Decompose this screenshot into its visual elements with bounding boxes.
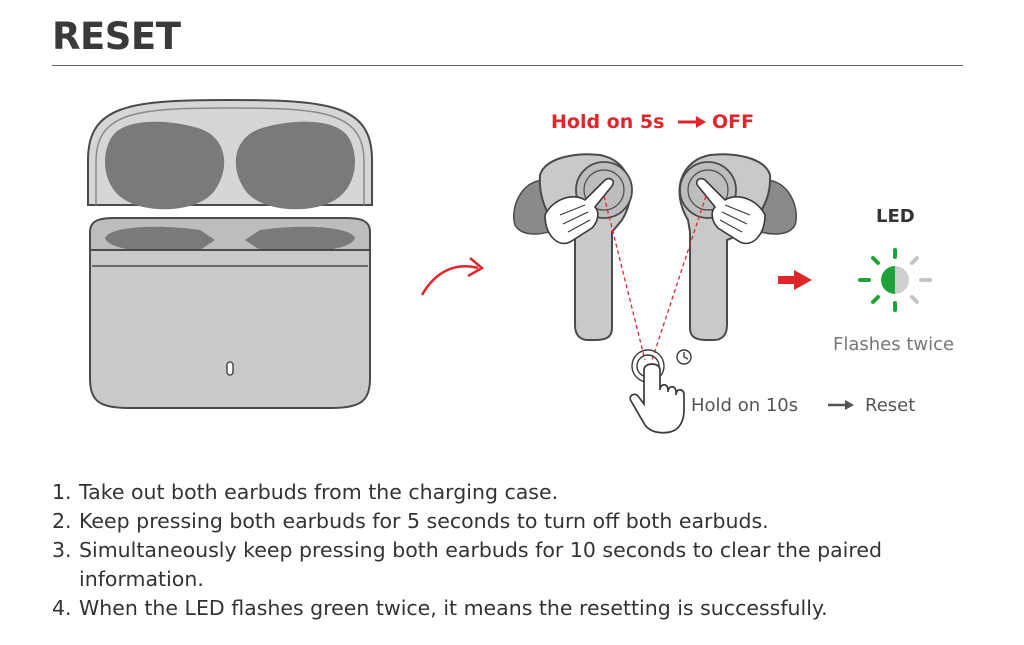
step-text: Simultaneously keep pressing both earbud… <box>79 536 982 594</box>
step-text: When the LED flashes green twice, it mea… <box>79 594 982 623</box>
case-base <box>90 250 370 408</box>
charging-case <box>88 100 372 408</box>
list-item: 1. Take out both earbuds from the chargi… <box>52 478 982 507</box>
reset-result-label: Reset <box>865 395 915 416</box>
clock-icon <box>677 350 691 364</box>
led-label: LED <box>876 206 915 227</box>
arrow-right-icon <box>678 116 706 128</box>
list-item: 4. When the LED flashes green twice, it … <box>52 594 982 623</box>
instruction-list: 1. Take out both earbuds from the chargi… <box>52 478 982 623</box>
arrow-right-icon <box>778 270 812 290</box>
step-number: 4. <box>52 594 79 623</box>
lid-cavity-left <box>105 122 224 210</box>
hold-off-label: Hold on 5s <box>551 111 664 133</box>
step-text: Keep pressing both earbuds for 5 seconds… <box>79 507 982 536</box>
list-item: 3. Simultaneously keep pressing both ear… <box>52 536 982 594</box>
lid-cavity-right <box>236 122 355 210</box>
arrow-right-icon <box>828 400 854 410</box>
step-number: 2. <box>52 507 79 536</box>
curved-arrow-icon <box>422 258 482 295</box>
led-icon <box>860 250 930 310</box>
off-result-label: OFF <box>712 111 754 133</box>
step-number: 1. <box>52 478 79 507</box>
earbud-right <box>679 154 796 340</box>
hold-reset-label: Hold on 10s <box>691 395 798 416</box>
flashes-label: Flashes twice <box>833 334 954 355</box>
step-number: 3. <box>52 536 79 594</box>
earbud-left <box>514 154 632 340</box>
list-item: 2. Keep pressing both earbuds for 5 seco… <box>52 507 982 536</box>
step-text: Take out both earbuds from the charging … <box>79 478 982 507</box>
hand-press-icon <box>630 350 684 433</box>
case-led-indicator <box>227 362 233 375</box>
